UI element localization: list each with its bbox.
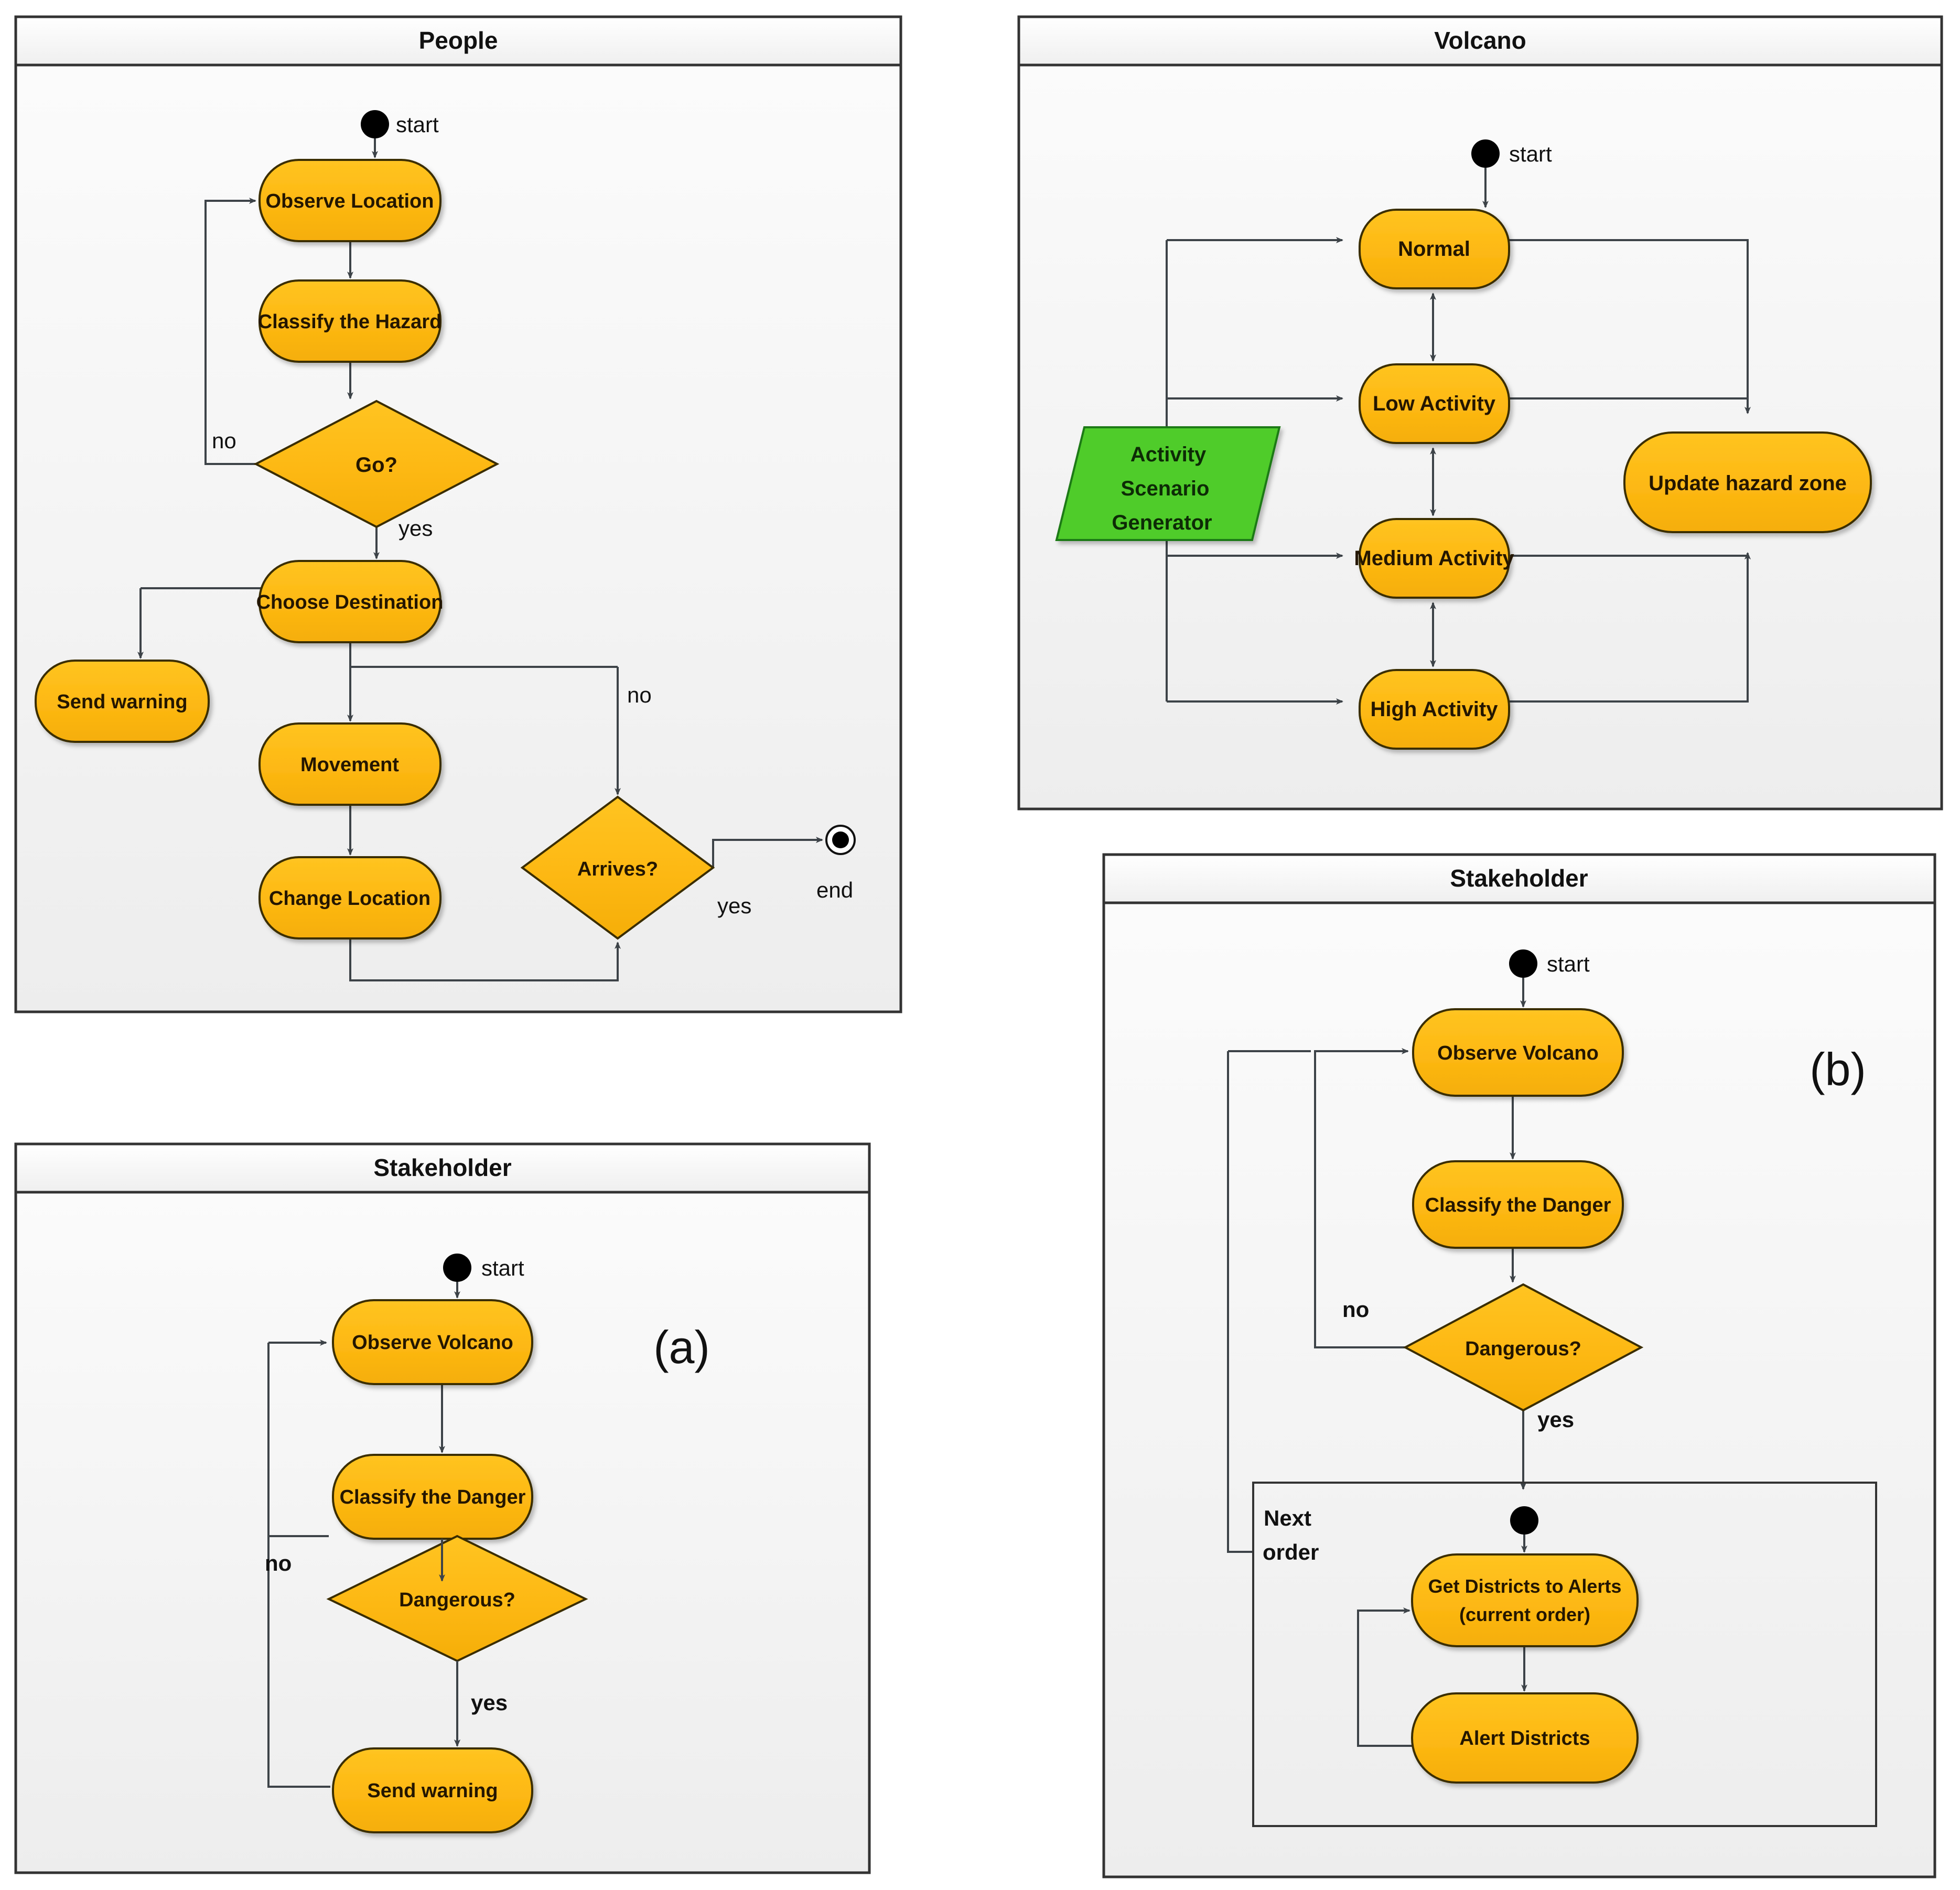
decision-dangerous[interactable]: Dangerous? — [1403, 1283, 1644, 1412]
action-label: Send warning — [367, 1780, 498, 1802]
action-classify-the-danger[interactable]: Classify the Danger — [332, 1454, 533, 1540]
action-movement[interactable]: Movement — [259, 722, 441, 806]
action-alert-districts[interactable]: Alert Districts — [1411, 1692, 1639, 1784]
start-node-label: start — [396, 112, 439, 137]
action-label: Change Location — [269, 888, 430, 910]
stakeholder-a-nodes: start Observe Volcano Classify the Dange… — [265, 1254, 588, 1833]
stakeholder-b-nodes: start Observe Volcano Classify the Dange… — [1263, 949, 1644, 1784]
decision-arrives[interactable]: Arrives? — [520, 795, 715, 940]
inner-start-node — [1510, 1506, 1538, 1535]
action-label: Classify the Hazard — [258, 311, 442, 333]
action-classify-the-danger[interactable]: Classify the Danger — [1412, 1160, 1624, 1249]
action-change-location[interactable]: Change Location — [259, 856, 441, 939]
edge-label-dangerous-no: no — [265, 1551, 292, 1575]
edge-label-next-order-line-2: order — [1263, 1540, 1319, 1564]
edge-label-arrives-no: no — [627, 683, 652, 707]
action-label-line-2: (current order) — [1459, 1604, 1590, 1625]
action-classify-the-hazard[interactable]: Classify the Hazard — [258, 279, 442, 363]
action-choose-destination[interactable]: Choose Destination — [256, 560, 444, 643]
decision-dangerous[interactable]: Dangerous? — [326, 1535, 588, 1662]
action-get-districts-to-alerts[interactable]: Get Districts to Alerts (current order) — [1411, 1553, 1639, 1647]
action-label: Update hazard zone — [1649, 472, 1847, 495]
state-medium-activity[interactable]: Medium Activity — [1354, 518, 1514, 599]
stakeholder-b-edges — [1227, 978, 1877, 1827]
start-node — [1509, 949, 1537, 978]
action-label: Send warning — [57, 691, 187, 713]
start-node — [1471, 139, 1500, 168]
edge-label-next-order-line-1: Next — [1264, 1506, 1311, 1530]
end-node — [825, 825, 856, 855]
stakeholder-a-edges-fix — [439, 1539, 460, 1747]
decision-label: Dangerous? — [399, 1589, 515, 1611]
state-label: Normal — [1398, 237, 1470, 261]
edge-label-dangerous-yes: yes — [1537, 1407, 1574, 1432]
action-send-warning[interactable]: Send warning — [332, 1747, 533, 1833]
state-low-activity[interactable]: Low Activity — [1359, 363, 1510, 444]
decision-label: Arrives? — [577, 858, 658, 880]
end-node-label: end — [816, 878, 853, 902]
figure-label-b: (b) — [1810, 1043, 1866, 1095]
volcano-edges — [1166, 168, 1751, 705]
decision-go[interactable]: Go? — [253, 399, 500, 528]
object-activity-scenario-generator[interactable]: Activity Scenario Generator — [1055, 426, 1281, 541]
panel-people: People — [14, 15, 902, 1013]
start-node-label: start — [481, 1256, 524, 1280]
panel-title-volcano: Volcano — [1434, 27, 1526, 54]
action-label: Movement — [300, 754, 399, 776]
object-label-line-3: Generator — [1112, 511, 1212, 534]
state-label: Low Activity — [1373, 392, 1496, 415]
action-label: Alert Districts — [1459, 1727, 1590, 1749]
start-node — [361, 110, 389, 138]
decision-label: Dangerous? — [1465, 1338, 1581, 1360]
state-label: Medium Activity — [1354, 547, 1514, 570]
action-send-warning[interactable]: Send warning — [35, 660, 210, 743]
action-label: Classify the Danger — [1425, 1194, 1611, 1216]
start-node-label: start — [1509, 142, 1552, 166]
action-label: Choose Destination — [256, 591, 444, 613]
start-node — [443, 1254, 471, 1282]
edge-label-go-no: no — [212, 428, 236, 453]
people-nodes: start Observe Location Classify the Haza… — [35, 110, 856, 940]
start-node-label: start — [1547, 952, 1590, 976]
action-observe-location[interactable]: Observe Location — [259, 159, 441, 242]
figure-label-a: (a) — [653, 1321, 710, 1373]
action-observe-volcano[interactable]: Observe Volcano — [1412, 1008, 1624, 1097]
edge-label-dangerous-no: no — [1342, 1297, 1369, 1322]
object-label-line-2: Scenario — [1121, 477, 1210, 500]
action-observe-volcano[interactable]: Observe Volcano — [332, 1299, 533, 1385]
edge-label-arrives-yes: yes — [717, 893, 751, 918]
action-label: Classify the Danger — [340, 1486, 526, 1508]
action-label: Observe Volcano — [1437, 1042, 1599, 1064]
edge-label-go-yes: yes — [399, 516, 433, 541]
state-high-activity[interactable]: High Activity — [1359, 669, 1510, 750]
action-update-hazard-zone[interactable]: Update hazard zone — [1623, 431, 1872, 533]
state-normal[interactable]: Normal — [1359, 209, 1510, 289]
object-label-line-1: Activity — [1130, 443, 1207, 466]
decision-label: Go? — [356, 453, 397, 477]
edge-label-dangerous-yes: yes — [471, 1690, 508, 1715]
action-label-line-1: Get Districts to Alerts — [1428, 1575, 1622, 1597]
state-label: High Activity — [1371, 698, 1499, 721]
panel-title-stakeholder-b: Stakeholder — [1450, 865, 1588, 892]
volcano-nodes: start Normal Low Activity Medium Activit… — [1055, 139, 1872, 750]
action-label: Observe Location — [266, 190, 434, 212]
panel-title-stakeholder-a: Stakeholder — [373, 1154, 511, 1181]
panel-title-people: People — [419, 27, 498, 54]
action-label: Observe Volcano — [352, 1332, 513, 1354]
people-edges — [137, 138, 823, 981]
